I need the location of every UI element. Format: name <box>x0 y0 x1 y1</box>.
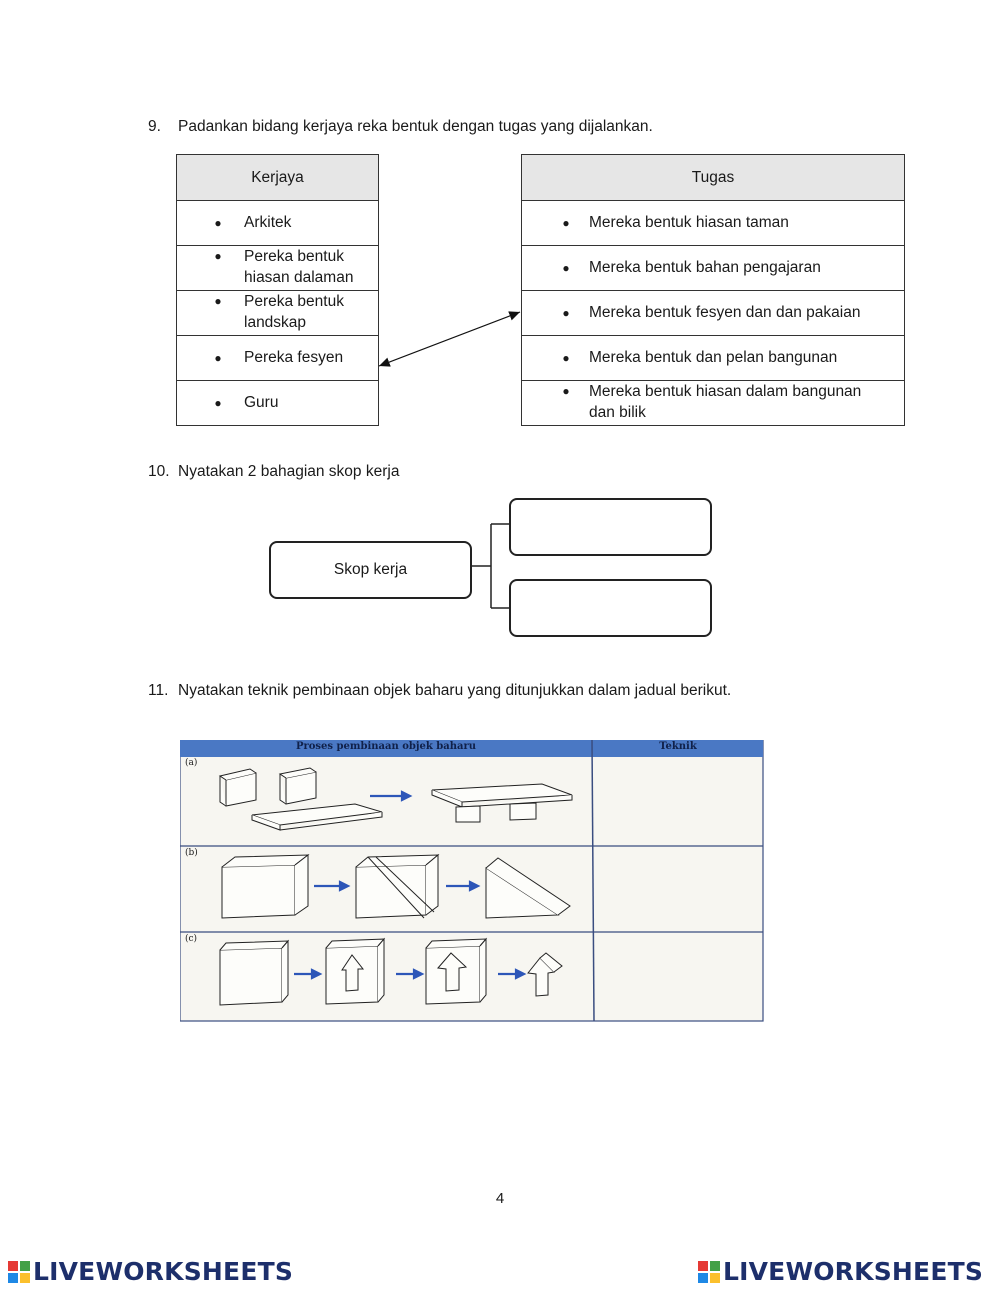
question-text: Padankan bidang kerjaya reka bentuk deng… <box>178 118 653 135</box>
page-number: 4 <box>495 1190 505 1207</box>
bullet-icon: ● <box>214 294 222 308</box>
liveworksheets-logo-left: LIVEWORKSHEETS <box>8 1257 293 1286</box>
kerjaya-item[interactable]: ●Pereka bentuk hiasan dalaman <box>176 245 379 291</box>
tugas-item[interactable]: ●Mereka bentuk fesyen dan dan pakaian <box>521 290 905 336</box>
bullet-icon: ● <box>214 216 222 230</box>
bullet-icon: ● <box>562 261 570 275</box>
process-header: Proses pembinaan objek baharu <box>295 741 477 752</box>
kerjaya-item[interactable]: ●Pereka fesyen <box>176 335 379 381</box>
bullet-icon: ● <box>214 396 222 410</box>
question-number: 9. <box>148 118 161 135</box>
tugas-item[interactable]: ●Mereka bentuk dan pelan bangunan <box>521 335 905 381</box>
tugas-item[interactable]: ●Mereka bentuk hiasan taman <box>521 200 905 246</box>
question-number: 10. <box>148 463 170 480</box>
kerjaya-table: Kerjaya ●Arkitek ●Pereka bentuk hiasan d… <box>176 154 379 426</box>
question-9: 9. Padankan bidang kerjaya reka bentuk de… <box>148 118 653 136</box>
process-arrow-icons <box>294 790 527 980</box>
row-c-diagram <box>219 937 563 1006</box>
question-11: 11. Nyatakan teknik pembinaan objek bahar… <box>148 682 731 700</box>
question-text: Nyatakan teknik pembinaan objek baharu y… <box>178 682 732 699</box>
teknik-answer-b[interactable] <box>594 847 762 931</box>
bullet-icon: ● <box>562 351 570 365</box>
tugas-table: Tugas ●Mereka bentuk hiasan taman ●Merek… <box>521 154 905 426</box>
question-number: 11. <box>148 682 169 699</box>
row-b-diagram <box>221 853 571 919</box>
row-b-label: (b) <box>185 848 198 858</box>
liveworksheets-logo-right: LIVEWORKSHEETS <box>698 1257 983 1286</box>
answer-box-1[interactable] <box>509 498 712 556</box>
row-a-label: (a) <box>185 758 198 768</box>
kerjaya-header: Kerjaya <box>176 154 379 201</box>
row-a-diagram <box>218 767 573 831</box>
bullet-icon: ● <box>562 216 570 230</box>
question-text: Nyatakan 2 bahagian skop kerja <box>178 463 400 480</box>
answer-box-2[interactable] <box>509 579 712 637</box>
process-table: Proses pembinaan objek baharu Teknik (a)… <box>179 739 765 1028</box>
teknik-answer-c[interactable] <box>594 933 762 1020</box>
question-10: 10. Nyatakan 2 bahagian skop kerja <box>148 463 399 481</box>
kerjaya-item[interactable]: ●Guru <box>176 380 379 426</box>
tugas-header: Tugas <box>521 154 905 201</box>
logo-squares-icon <box>698 1260 720 1283</box>
tugas-item[interactable]: ●Mereka bentuk hiasan dalam bangunan dan… <box>521 380 905 426</box>
skop-kerja-box: Skop kerja <box>269 541 472 599</box>
teknik-answer-a[interactable] <box>594 758 762 845</box>
tugas-item[interactable]: ●Mereka bentuk bahan pengajaran <box>521 245 905 291</box>
process-table-graphic <box>179 739 764 1022</box>
bullet-icon: ● <box>214 351 222 365</box>
bullet-icon: ● <box>562 306 570 320</box>
bracket-connector <box>472 523 510 609</box>
kerjaya-item[interactable]: ●Pereka bentuk landskap <box>176 290 379 336</box>
bullet-icon: ● <box>214 249 222 263</box>
logo-squares-icon <box>8 1260 30 1283</box>
bullet-icon: ● <box>562 384 570 398</box>
row-c-label: (c) <box>185 934 198 944</box>
kerjaya-item[interactable]: ●Arkitek <box>176 200 379 246</box>
teknik-header: Teknik <box>659 741 697 752</box>
